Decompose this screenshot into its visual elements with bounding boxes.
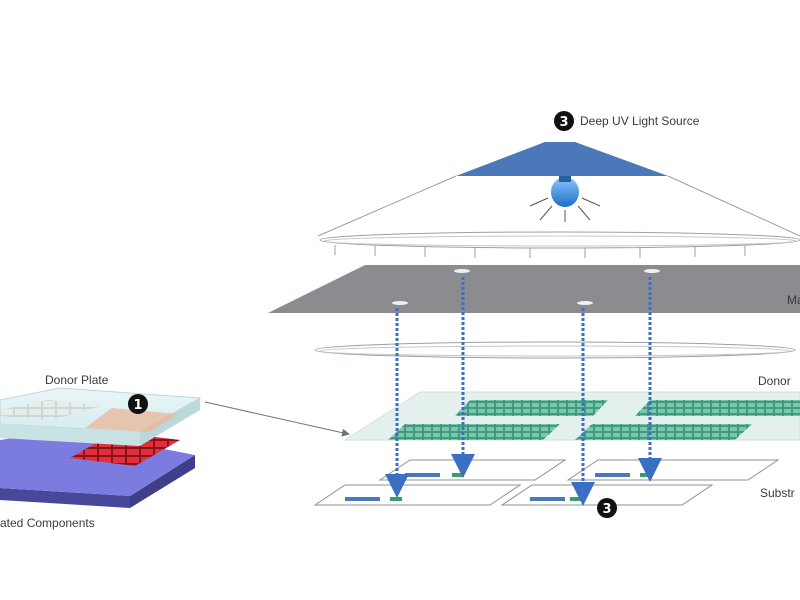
substrate-label: Substr bbox=[760, 486, 795, 500]
donor-pattern-4 bbox=[575, 424, 752, 440]
donor-plate-label: Donor Plate bbox=[45, 373, 109, 387]
connector-arrow bbox=[204, 401, 350, 437]
substrate-3 bbox=[313, 484, 522, 506]
marker-3-top-number: 3 bbox=[559, 115, 568, 130]
marker-1-badge bbox=[128, 394, 148, 414]
mask-plate: Ma bbox=[268, 265, 800, 313]
substrates: Substr 3 bbox=[313, 459, 795, 518]
red-components bbox=[70, 432, 180, 466]
donor-plate-side bbox=[140, 398, 200, 446]
donor-plate-right: Donor bbox=[343, 374, 800, 441]
substrate-front-face bbox=[0, 488, 130, 508]
marker-3-bottom-number: 3 bbox=[602, 502, 611, 517]
lower-ring bbox=[314, 341, 796, 359]
mask-surface bbox=[268, 265, 800, 313]
donor-plate-front bbox=[0, 424, 140, 446]
transferred-component-8 bbox=[570, 497, 582, 501]
bulb-base bbox=[559, 176, 571, 182]
donor-pattern-3 bbox=[388, 424, 560, 440]
components-label: ated Components bbox=[0, 516, 95, 530]
mask-opening-3 bbox=[392, 301, 408, 305]
mask-label: Ma bbox=[787, 293, 800, 307]
mask-opening-1 bbox=[454, 269, 470, 273]
marker-1-number: 1 bbox=[133, 398, 142, 413]
marker-3-bottom-badge bbox=[597, 498, 617, 518]
transferred-component-4 bbox=[640, 473, 652, 477]
light-reflector bbox=[456, 142, 668, 176]
light-bulb-icon bbox=[551, 177, 579, 207]
light-source-label: Deep UV Light Source bbox=[580, 114, 700, 128]
donor-grid-left bbox=[0, 400, 100, 420]
donor-pattern-2 bbox=[635, 400, 800, 416]
light-cone-right-edge bbox=[667, 175, 800, 237]
transferred-component-1 bbox=[405, 473, 440, 477]
transferred-component-7 bbox=[530, 497, 565, 501]
donor-pattern-1 bbox=[455, 400, 608, 416]
substrate-side-face bbox=[130, 455, 195, 508]
transferred-component-5 bbox=[345, 497, 380, 501]
mask-opening-2 bbox=[644, 269, 660, 273]
upper-ring bbox=[319, 231, 800, 258]
transferred-component-6 bbox=[390, 497, 402, 501]
light-cone-left-edge bbox=[317, 175, 457, 237]
marker-3-top-badge bbox=[554, 111, 574, 131]
left-stack: Donor Plate ated Components 1 bbox=[0, 373, 202, 530]
transferred-component-2 bbox=[452, 473, 464, 477]
transfer-arrows bbox=[385, 277, 662, 506]
mask-opening-4 bbox=[577, 301, 593, 305]
transferred-component-3 bbox=[595, 473, 630, 477]
donor-released-area bbox=[85, 408, 178, 432]
light-rays bbox=[529, 197, 601, 222]
light-source: 3 Deep UV Light Source bbox=[317, 111, 800, 237]
donor-right-label: Donor bbox=[758, 374, 791, 388]
